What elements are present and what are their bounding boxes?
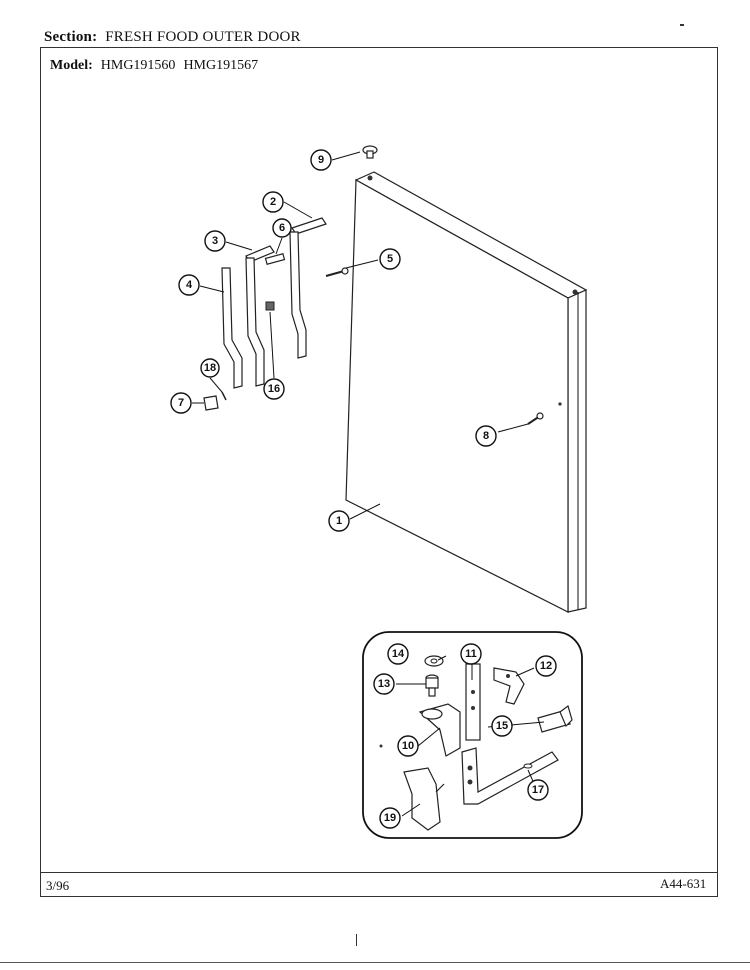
bottom-rule [0,962,750,963]
callout-4: 4 [178,274,200,296]
svg-text:2: 2 [270,196,276,208]
svg-text:18: 18 [204,362,216,374]
svg-text:8: 8 [483,430,489,442]
model-number-2: HMG191567 [183,58,259,73]
section-label: Section: [44,29,98,45]
callout-5: 5 [379,248,401,270]
svg-text:6: 6 [279,222,285,234]
callout-16: 16 [263,378,285,400]
leader-lines [192,151,545,817]
clip-part [264,253,286,265]
hinge-cover-part [403,767,445,831]
hinge-arm-part [461,747,559,805]
document-number: A44-631 [660,876,707,891]
callout-19: 19 [379,807,401,829]
svg-text:7: 7 [178,397,184,409]
svg-text:16: 16 [268,383,280,395]
svg-text:3: 3 [212,235,218,247]
model-number-1: HMG191560 [100,58,176,73]
callout-17: 17 [527,779,549,801]
washer-part [424,655,444,667]
svg-text:19: 19 [384,812,396,824]
hinge-pin-part [425,674,439,697]
svg-text:11: 11 [465,648,477,660]
svg-text:15: 15 [496,720,508,732]
model-label: Model: [50,58,93,73]
callout-12: 12 [535,655,557,677]
callout-6: 6 [272,218,292,238]
door-panel [345,171,588,613]
model-heading: Model: HMG191560 HMG191567 [50,58,266,74]
page-tick-mark [356,934,357,946]
callout-2: 2 [262,191,284,213]
hinge-bracket-part [418,703,461,757]
handle-strip-4 [221,267,243,389]
svg-text:10: 10 [402,740,414,752]
callout-11: 11 [460,643,482,665]
callout-13: 13 [373,673,395,695]
callout-1: 1 [328,510,350,532]
spacer-part [265,301,275,311]
screw-part [325,267,349,277]
hinge-plate-part [465,663,481,741]
section-title: FRESH FOOD OUTER DOOR [105,29,301,45]
svg-text:4: 4 [186,279,193,291]
revision-date: 3/96 [46,878,70,893]
svg-text:12: 12 [540,660,552,672]
callout-14: 14 [387,643,409,665]
callout-7: 7 [170,392,192,414]
svg-text:13: 13 [378,678,390,690]
svg-text:1: 1 [336,515,342,527]
callout-10: 10 [397,735,419,757]
diagram-frame [40,47,718,897]
section-heading: Section: FRESH FOOD OUTER DOOR [44,29,301,46]
svg-text:5: 5 [387,253,393,265]
handle-strip-2 [289,217,327,359]
callout-9: 9 [310,149,332,171]
stray-dot [379,744,383,748]
svg-text:17: 17 [532,784,544,796]
hinge-inset-box [362,631,583,839]
callout-8: 8 [475,425,497,447]
svg-text:14: 14 [392,648,405,660]
handle-strip-3 [245,245,275,387]
screw-part-lower [527,412,544,425]
callout-3: 3 [204,230,226,252]
shim-part [537,704,573,733]
callout-15: 15 [491,715,513,737]
cap-part [203,395,219,411]
angle-bracket-part [493,667,525,705]
callout-18: 18 [200,358,220,378]
stray-mark [680,24,684,26]
svg-text:9: 9 [318,154,324,166]
footer-rule [40,872,718,873]
small-screw-part [221,391,227,401]
plug-button-part [362,145,378,159]
